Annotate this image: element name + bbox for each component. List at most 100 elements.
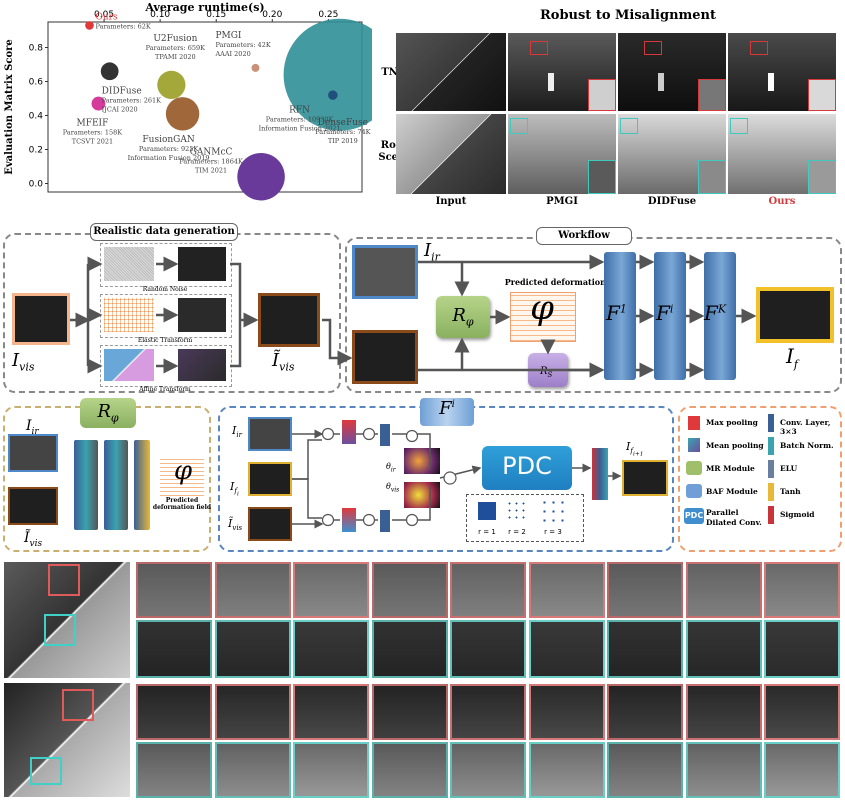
comparison-tile xyxy=(450,742,526,798)
predicted-field-caption-1: Predicted xyxy=(165,497,199,504)
conv-stack-1 xyxy=(74,440,98,530)
comparison-tile xyxy=(214,562,291,618)
bubble-label-densefuse: DenseFuse xyxy=(318,118,368,128)
conv-fi-top xyxy=(380,424,390,446)
random-noise-thumb xyxy=(104,247,154,281)
y-tick-label: 0.8 xyxy=(29,44,44,54)
comparison-tile xyxy=(450,620,526,678)
comparison-tile xyxy=(764,742,840,798)
bubble-label-ganmcc: GANMcC xyxy=(190,148,233,158)
bubble-chart: Average runtime(s)Evaluation Matrix Scor… xyxy=(4,1,372,201)
comparison-tile xyxy=(450,684,526,740)
r-s-label: RS xyxy=(540,366,553,379)
comparison-tile xyxy=(607,742,683,798)
bubble-fusiongan xyxy=(165,97,200,131)
y-axis-title: Evaluation Matrix Score xyxy=(4,39,15,175)
legend-baf-module-swatch xyxy=(686,484,702,498)
tno-ours-image xyxy=(728,33,836,111)
comparison-tile xyxy=(528,562,605,618)
legend-conv-swatch xyxy=(768,414,774,432)
conv-fi-bottom xyxy=(380,510,390,532)
legend-mr-module-swatch xyxy=(686,461,702,475)
i-vis-tilde-fi-image xyxy=(248,507,292,541)
elastic-transform-output xyxy=(178,298,226,332)
misalignment-title: Robust to Misalignment xyxy=(539,8,717,23)
comparison-tile xyxy=(136,684,212,740)
comparison-tile xyxy=(607,620,683,678)
i-ir-fi-label: Iir xyxy=(232,424,242,440)
bubble-label-fusiongan: Parameters: 925K xyxy=(139,145,199,153)
i-vis-tilde-fi-label: Ĩvis xyxy=(228,517,243,533)
comparison-tile xyxy=(685,620,762,678)
bubble-label-ours: Parameters: 62K xyxy=(95,22,150,30)
comparison-tile xyxy=(528,620,605,678)
legend-bn: Batch Norm. xyxy=(780,441,834,450)
elastic-transform-label: Elastic Transform xyxy=(137,337,193,344)
comparison-tile xyxy=(136,562,212,618)
i-ir-fi-image xyxy=(248,417,292,451)
bubble-label-pmgi: Parameters: 42K xyxy=(215,41,270,49)
bubble-label-mfeif: TCSVT 2021 xyxy=(72,138,113,146)
dilation-r1-label: r = 1 xyxy=(478,528,496,536)
fi-label: Fi xyxy=(656,301,674,325)
bubble-label-pmgi: AAAI 2020 xyxy=(214,50,250,58)
r-phi-label: Rφ xyxy=(452,305,474,329)
misalignment-panel: Robust to Misalignment TNO Road Scene In… xyxy=(378,0,845,212)
comparison-tile xyxy=(764,562,840,618)
comparison-tile xyxy=(528,742,605,798)
dilation-r2 xyxy=(506,500,528,522)
dilation-r3-label: r = 3 xyxy=(544,528,562,536)
x-tick-label: 0.10 xyxy=(150,10,170,20)
comparison-tile xyxy=(293,620,369,678)
legend-max-pooling-swatch xyxy=(688,416,700,430)
f1-block xyxy=(604,252,636,380)
i-vis-label: Ivis xyxy=(12,350,35,374)
col-label-didfuse: DIDFuse xyxy=(647,196,697,207)
legend-pdc-swatch: PDC xyxy=(684,508,704,524)
bubble-pmgi xyxy=(251,63,260,72)
deformation-field-grid xyxy=(510,292,576,342)
pooling-stack-top xyxy=(342,420,356,444)
bubble-label-didfuse: Parameters: 261K xyxy=(102,96,162,104)
fi-detail-header xyxy=(420,398,474,426)
i-f-output-image xyxy=(756,287,834,343)
bubble-label-mfeif: Parameters: 158K xyxy=(63,129,123,137)
legend-mean-pooling: Mean pooling xyxy=(706,441,764,450)
bubble-label-didfuse: DIDFuse xyxy=(102,86,142,96)
output-conv-stack xyxy=(592,448,608,500)
comparison-tile xyxy=(136,742,212,798)
comparison-source-1 xyxy=(4,562,130,678)
elastic-transform-thumb xyxy=(104,298,154,332)
legend-sigmoid-swatch xyxy=(768,506,774,524)
comparison-source-2 xyxy=(4,683,130,797)
bubble-label-rfn: Parameters: 10930K xyxy=(266,116,334,124)
col-label-input: Input xyxy=(435,196,467,207)
workflow-title: Workflow xyxy=(536,227,632,245)
i-vis-tilde-detail-image xyxy=(8,487,58,525)
pdc-label: PDC xyxy=(502,452,552,480)
x-tick-label: 0.05 xyxy=(94,10,114,20)
bubble-label-ours: Ours xyxy=(95,12,117,22)
theta-ir-map xyxy=(404,448,440,474)
data-generation-title: Realistic data generation xyxy=(90,223,238,241)
bubble-label-ganmcc: Parameters: 1864K xyxy=(179,158,243,166)
x-tick-label: 0.20 xyxy=(262,10,282,20)
comparison-tile xyxy=(371,562,448,618)
bubble-densefuse xyxy=(328,90,338,100)
bubble-ganmcc xyxy=(237,152,285,201)
legend-bn-swatch xyxy=(768,437,774,455)
comparison-tile xyxy=(371,684,448,740)
bubble-label-mfeif: MFEIF xyxy=(77,119,109,129)
bubble-label-fusiongan: Information Fusion 2019 xyxy=(128,154,210,162)
i-ir-detail-image xyxy=(8,434,58,472)
conv-stack-3 xyxy=(134,440,150,530)
comparison-tile xyxy=(214,684,291,740)
comparison-tile xyxy=(293,742,369,798)
predicted-field-caption-2: deformation field xyxy=(152,504,212,511)
comparison-tile xyxy=(528,684,605,740)
road-pmgi-image xyxy=(508,114,616,194)
f1-label: F1 xyxy=(606,301,627,325)
legend-elu-swatch xyxy=(768,460,774,478)
comparison-tile xyxy=(607,684,683,740)
y-tick-label: 0.4 xyxy=(29,112,44,122)
